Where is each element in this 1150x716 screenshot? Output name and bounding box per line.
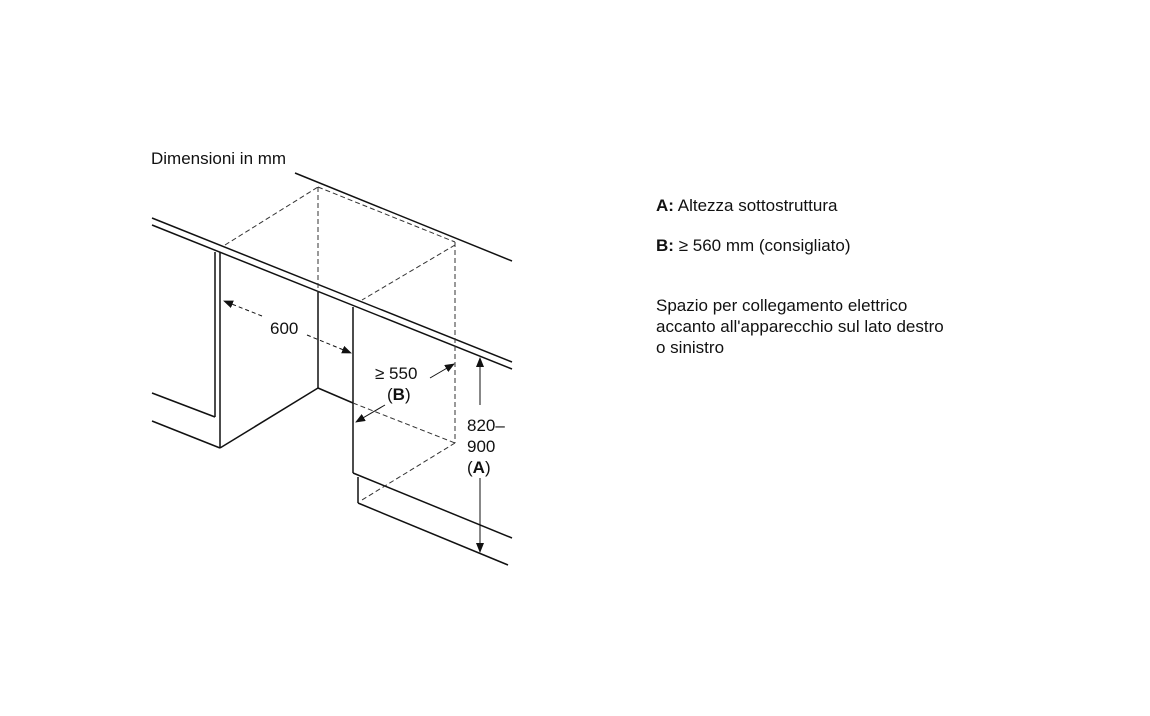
note-line: o sinistro xyxy=(656,338,725,357)
solid-lines xyxy=(151,172,513,566)
width-arrow-right xyxy=(306,334,352,354)
niche-floor-back xyxy=(317,387,354,404)
height-label-1: 820– xyxy=(467,416,505,435)
height-label-2: 900 xyxy=(467,437,496,456)
dashed-appliance-outline xyxy=(224,186,456,501)
note-line: accanto all'apparecchio sul lato destro xyxy=(656,317,944,336)
legend-a-text: Altezza sottostruttura xyxy=(677,196,838,215)
legend-b: B: ≥ 560 mm (consigliato) xyxy=(656,235,851,256)
width-label: 600 xyxy=(270,319,299,338)
depth-arrow-front xyxy=(355,404,386,423)
legend-a: A: Altezza sottostruttura xyxy=(656,195,837,216)
left-plinth-bottom xyxy=(151,420,221,449)
countertop-top-edge xyxy=(151,217,513,363)
countertop-bottom-edge xyxy=(151,224,513,370)
depth-arrow-back xyxy=(429,363,455,379)
niche-floor-left xyxy=(219,387,319,449)
height-ref: (A) xyxy=(467,458,491,477)
depth-ref-letter: B xyxy=(392,385,405,404)
width-arrow-left xyxy=(223,300,263,317)
diagram-caption: Dimensioni in mm xyxy=(151,149,287,168)
legend-b-key: B: xyxy=(656,236,674,255)
back-wall-line xyxy=(294,172,513,262)
note-line: Spazio per collegamento elettrico xyxy=(656,296,908,315)
legend-a-key: A: xyxy=(656,196,674,215)
height-ref-letter: A xyxy=(472,458,485,477)
dimension-arrows xyxy=(223,300,484,553)
depth-label: ≥ 550 xyxy=(375,364,418,383)
right-plinth-top xyxy=(352,472,513,539)
legend-b-text: ≥ 560 mm (consigliato) xyxy=(678,236,851,255)
left-plinth-top xyxy=(151,392,216,418)
floor-line xyxy=(357,502,509,566)
depth-ref: (B) xyxy=(387,385,411,404)
